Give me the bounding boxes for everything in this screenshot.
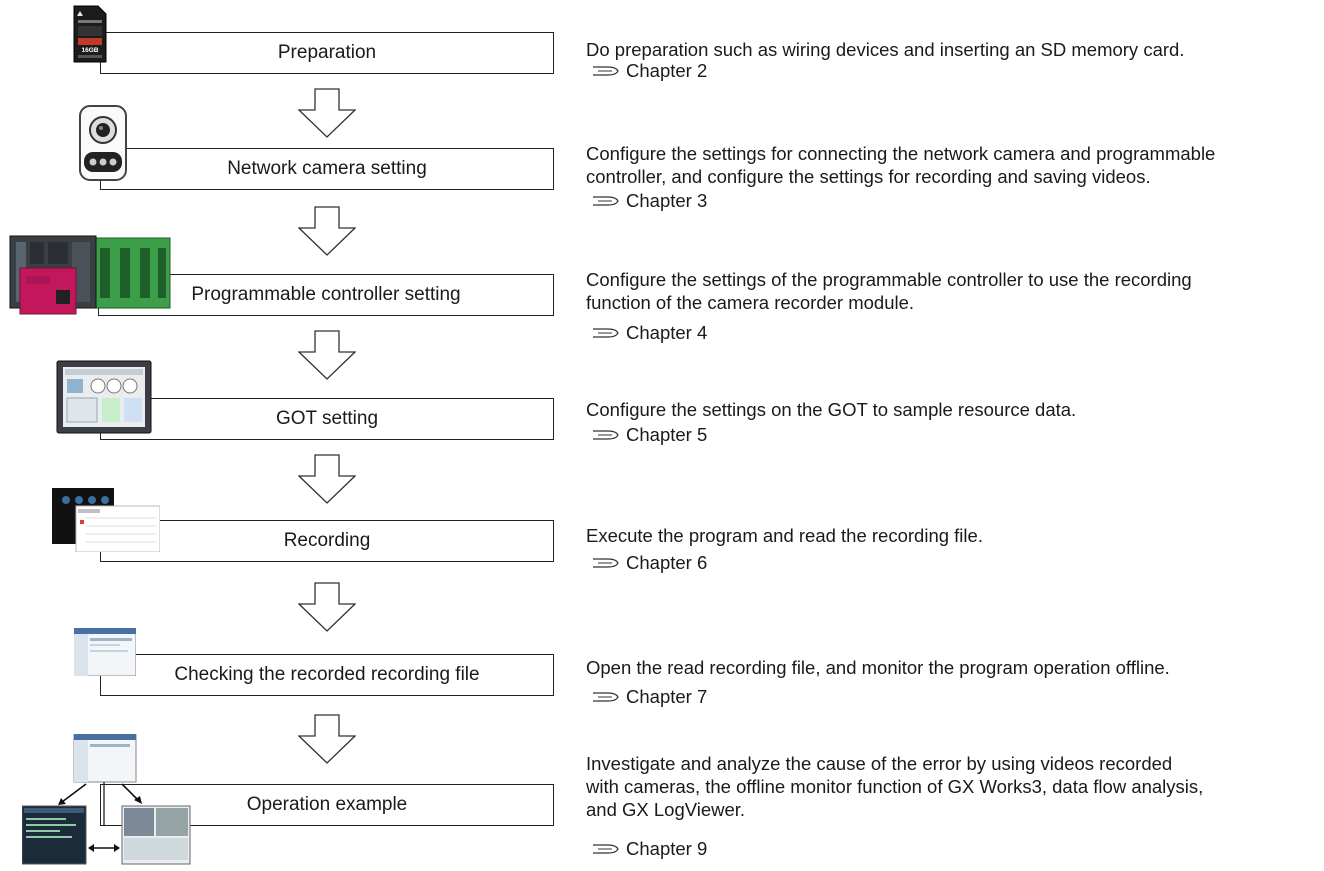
chapter-reference[interactable]: Chapter 6	[592, 552, 707, 574]
operation-example-image	[21, 733, 192, 866]
chapter-reference-text: Chapter 5	[626, 424, 708, 445]
chapter-reference[interactable]: Chapter 3	[592, 190, 707, 212]
step-description: Open the read recording file, and monito…	[586, 656, 1170, 679]
sd-card-capacity: 16GB	[82, 47, 99, 54]
chapter-reference-text: Chapter 9	[626, 838, 708, 859]
pointing-hand-icon	[593, 692, 619, 702]
description-line: with cameras, the offline monitor functi…	[586, 776, 1204, 797]
description-line: Open the read recording file, and monito…	[586, 657, 1170, 678]
chapter-reference[interactable]: Chapter 5	[592, 424, 707, 446]
step-description: Do preparation such as wiring devices an…	[586, 38, 1184, 61]
step-box-programmable-controller-setting: Programmable controller setting	[98, 274, 554, 316]
step-description: Investigate and analyze the cause of the…	[586, 752, 1203, 821]
step-label: GOT setting	[275, 408, 379, 429]
description-line: and GX LogViewer.	[586, 799, 746, 820]
step-label: Checking the recorded recording file	[174, 664, 480, 685]
got-panel-image	[56, 360, 152, 434]
down-arrow-icon	[298, 88, 356, 138]
step-box-network-camera-setting: Network camera setting	[100, 148, 554, 190]
pointing-hand-icon	[593, 844, 619, 854]
pointing-hand-icon	[593, 558, 619, 568]
step-box-got-setting: GOT setting	[100, 398, 554, 440]
chapter-reference-text: Chapter 7	[626, 686, 708, 707]
chapter-reference[interactable]: Chapter 2	[592, 60, 707, 82]
step-label: Preparation	[277, 42, 377, 63]
down-arrow-icon	[298, 582, 356, 632]
chapter-reference-text: Chapter 6	[626, 552, 708, 573]
step-box-preparation: Preparation	[100, 32, 554, 74]
down-arrow-icon	[298, 454, 356, 504]
step-label: Recording	[283, 530, 371, 551]
software-window-image	[73, 627, 137, 677]
chapter-reference-text: Chapter 3	[626, 190, 708, 211]
description-line: Configure the settings for connecting th…	[586, 143, 1216, 164]
chapter-reference[interactable]: Chapter 9	[592, 838, 707, 860]
pointing-hand-icon	[593, 430, 619, 440]
step-label: Programmable controller setting	[191, 284, 461, 305]
sd-card-image: 16GB	[72, 4, 108, 64]
chapter-reference[interactable]: Chapter 4	[592, 322, 707, 344]
description-line: function of the camera recorder module.	[586, 292, 915, 313]
pointing-hand-icon	[593, 196, 619, 206]
description-line: Investigate and analyze the cause of the…	[586, 753, 1173, 774]
step-description: Execute the program and read the recordi…	[586, 524, 983, 547]
description-line: controller, and configure the settings f…	[586, 166, 1151, 187]
description-line: Do preparation such as wiring devices an…	[586, 39, 1185, 60]
pointing-hand-icon	[593, 328, 619, 338]
pointing-hand-icon	[593, 66, 619, 76]
network-camera-image	[78, 104, 128, 182]
step-description: Configure the settings for connecting th…	[586, 142, 1215, 188]
recording-screens-image	[52, 488, 161, 553]
chapter-reference-text: Chapter 4	[626, 322, 708, 343]
down-arrow-icon	[298, 714, 356, 764]
description-line: Configure the settings of the programmab…	[586, 269, 1192, 290]
step-box-recording: Recording	[100, 520, 554, 562]
step-description: Configure the settings of the programmab…	[586, 268, 1192, 314]
chapter-reference-text: Chapter 2	[626, 60, 708, 81]
step-label: Network camera setting	[227, 158, 427, 179]
down-arrow-icon	[298, 330, 356, 380]
down-arrow-icon	[298, 206, 356, 256]
programmable-controller-image	[6, 232, 172, 322]
description-line: Configure the settings on the GOT to sam…	[586, 399, 1077, 420]
chapter-reference[interactable]: Chapter 7	[592, 686, 707, 708]
step-label: Operation example	[246, 794, 408, 815]
step-description: Configure the settings on the GOT to sam…	[586, 398, 1076, 421]
description-line: Execute the program and read the recordi…	[586, 525, 983, 546]
step-box-checking-recorded-file: Checking the recorded recording file	[100, 654, 554, 696]
